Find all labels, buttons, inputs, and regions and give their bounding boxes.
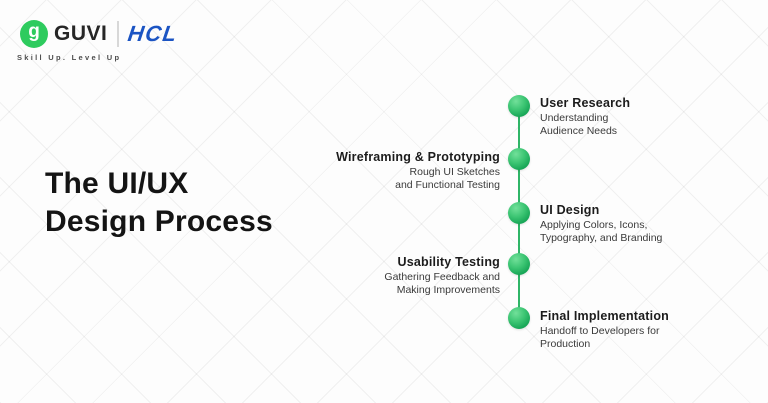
timeline-item-description: Rough UI Sketches and Functional Testing bbox=[395, 166, 500, 191]
timeline-item-description: Gathering Feedback and Making Improvemen… bbox=[384, 271, 500, 296]
timeline-item-title: Usability Testing bbox=[397, 255, 500, 269]
page-title: The UI/UX Design Process bbox=[45, 165, 273, 241]
timeline-item-wireframing-prototyping: Wireframing & Prototyping Rough UI Sketc… bbox=[290, 150, 500, 191]
timeline-item-final-implementation: Final Implementation Handoff to Develope… bbox=[540, 309, 750, 350]
brand-logo-row: g GUVI HCL bbox=[20, 20, 180, 48]
timeline-item-usability-testing: Usability Testing Gathering Feedback and… bbox=[290, 255, 500, 296]
timeline-item-ui-design: UI Design Applying Colors, Icons, Typogr… bbox=[540, 203, 750, 244]
timeline-node-2 bbox=[508, 148, 530, 170]
timeline-item-title: UI Design bbox=[540, 203, 600, 217]
timeline-item-description: Understanding Audience Needs bbox=[540, 112, 618, 137]
timeline-node-1 bbox=[508, 95, 530, 117]
guvi-logo-icon: g bbox=[20, 20, 48, 48]
timeline-item-description: Handoff to Developers for Production bbox=[540, 325, 660, 350]
guvi-icon-glyph: g bbox=[28, 20, 40, 42]
timeline-item-user-research: User Research Understanding Audience Nee… bbox=[540, 96, 750, 137]
timeline-item-title: Wireframing & Prototyping bbox=[336, 150, 500, 164]
timeline-node-5 bbox=[508, 307, 530, 329]
logo-divider bbox=[117, 21, 120, 47]
guvi-logo-text: GUVI bbox=[54, 22, 108, 45]
timeline-item-description: Applying Colors, Icons, Typography, and … bbox=[540, 219, 663, 244]
hcl-logo-text: HCL bbox=[126, 21, 180, 46]
brand-tagline: Skill Up. Level Up bbox=[17, 53, 122, 62]
page-title-line2: Design Process bbox=[45, 205, 273, 238]
timeline-item-title: User Research bbox=[540, 96, 631, 110]
timeline-node-3 bbox=[508, 202, 530, 224]
timeline-node-4 bbox=[508, 253, 530, 275]
timeline-item-title: Final Implementation bbox=[540, 309, 670, 323]
page-title-line1: The UI/UX bbox=[45, 167, 189, 200]
